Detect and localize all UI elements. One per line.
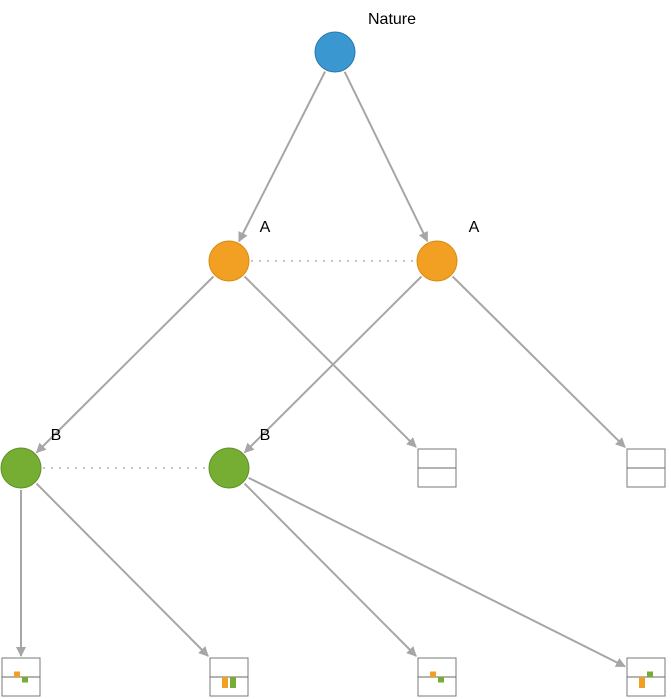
edge-a2-t2: [451, 275, 626, 448]
payoff-bar-b-t5: [438, 677, 444, 683]
edge-a1-t1: [243, 275, 417, 448]
node-b1: [0, 447, 42, 489]
payoff-layer: [1, 448, 666, 697]
node-label-a1: A: [260, 219, 271, 236]
payoff-t1: [417, 448, 457, 488]
node-label-nature: Nature: [368, 11, 416, 28]
node-label-b1: B: [51, 427, 62, 444]
payoff-t5: [417, 657, 457, 697]
node-a1: [208, 240, 250, 282]
edge-layer: [16, 71, 626, 668]
payoff-bar-a-t5: [430, 671, 436, 677]
payoff-t6: [626, 657, 666, 697]
edge-a1-b1: [35, 275, 215, 454]
edge-b2-t5: [243, 482, 417, 657]
payoff-bar-b-t6: [647, 671, 653, 677]
edge-a2-b2: [243, 275, 423, 454]
payoff-t3: [1, 657, 41, 697]
payoff-bar-a-t3: [14, 671, 20, 677]
payoff-bar-b-t4: [230, 677, 236, 688]
edge-b2-t6: [248, 476, 626, 668]
node-nature: [314, 31, 356, 73]
payoff-bar-b-t3: [22, 677, 28, 683]
payoff-t2: [626, 448, 666, 488]
payoff-t4: [209, 657, 249, 697]
payoff-bar-a-t4: [222, 677, 228, 688]
edge-b1-t4: [35, 482, 209, 657]
edge-nature-a2: [343, 71, 429, 243]
payoff-bar-a-t6: [639, 677, 645, 688]
node-label-b2: B: [260, 427, 271, 444]
node-a2: [416, 240, 458, 282]
node-label-a2: A: [469, 219, 480, 236]
information-set-layer: [43, 260, 415, 469]
node-b2: [208, 447, 250, 489]
edge-nature-a1: [238, 71, 326, 243]
